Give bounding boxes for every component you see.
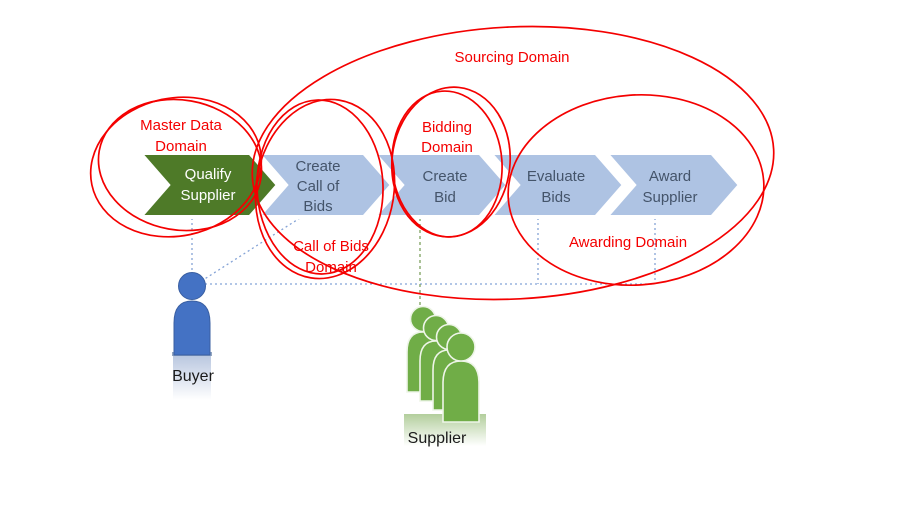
chevron-label-line: Supplier [642,189,697,206]
chevron-create-bid [369,151,511,219]
chevron-award-supplier [601,151,743,219]
supplier-label: Supplier [408,430,467,447]
supplier-person-4 [442,332,480,423]
connectors [191,217,656,306]
domain-ellipse-awarding [507,93,765,287]
chevron-label-line: Evaluate [527,168,585,185]
chevron-label-line: Call of [297,178,340,195]
chevron-qualify-supplier [135,151,281,219]
domain-label-sourcing: Sourcing Domain [454,49,569,66]
chevron-label-line: Award [649,168,691,185]
domain-ellipse-bidding-stroke2 [391,90,503,238]
domain-ellipse-call-of-bids-stroke2 [256,99,384,275]
chevron-label-line: Create [422,168,467,185]
domain-labels: Sourcing Domain Master Data Domain Biddi… [140,49,687,276]
chevron-label-line: Create [295,158,340,175]
domain-label-master-data-1: Master Data [140,117,222,134]
domain-label-call-of-bids-2: Domain [305,259,357,276]
chevron-create-call-of-bids [253,151,395,219]
domain-label-bidding-1: Bidding [422,119,472,136]
domain-label-master-data-2: Domain [155,138,207,155]
process-labels: Qualify Supplier Create Call of Bids Cre… [180,158,697,215]
chevron-label-line: Bids [541,189,570,206]
buyer-head [178,272,206,300]
chevron-label-line: Bid [434,189,456,206]
domain-outlines [89,25,775,301]
buyer-body [173,300,211,356]
domain-ellipse-master-data-stroke2 [97,98,263,232]
domain-ellipse-sourcing [251,25,775,301]
chevron-evaluate-bids [485,151,627,219]
buyer-figure: Buyer [172,272,215,400]
domain-label-bidding-2: Domain [421,139,473,156]
buyer-reflection [173,356,211,400]
chevron-label-line: Supplier [180,187,235,204]
domain-label-awarding: Awarding Domain [569,234,687,251]
connector-call-of-bids-to-buyer [202,217,301,281]
chevron-label-line: Bids [303,198,332,215]
process-flow [135,151,743,219]
chevron-label-line: Qualify [185,166,232,183]
domain-label-call-of-bids-1: Call of Bids [293,238,369,255]
supplier-group: Supplier [404,305,486,447]
buyer-label: Buyer [172,368,214,385]
